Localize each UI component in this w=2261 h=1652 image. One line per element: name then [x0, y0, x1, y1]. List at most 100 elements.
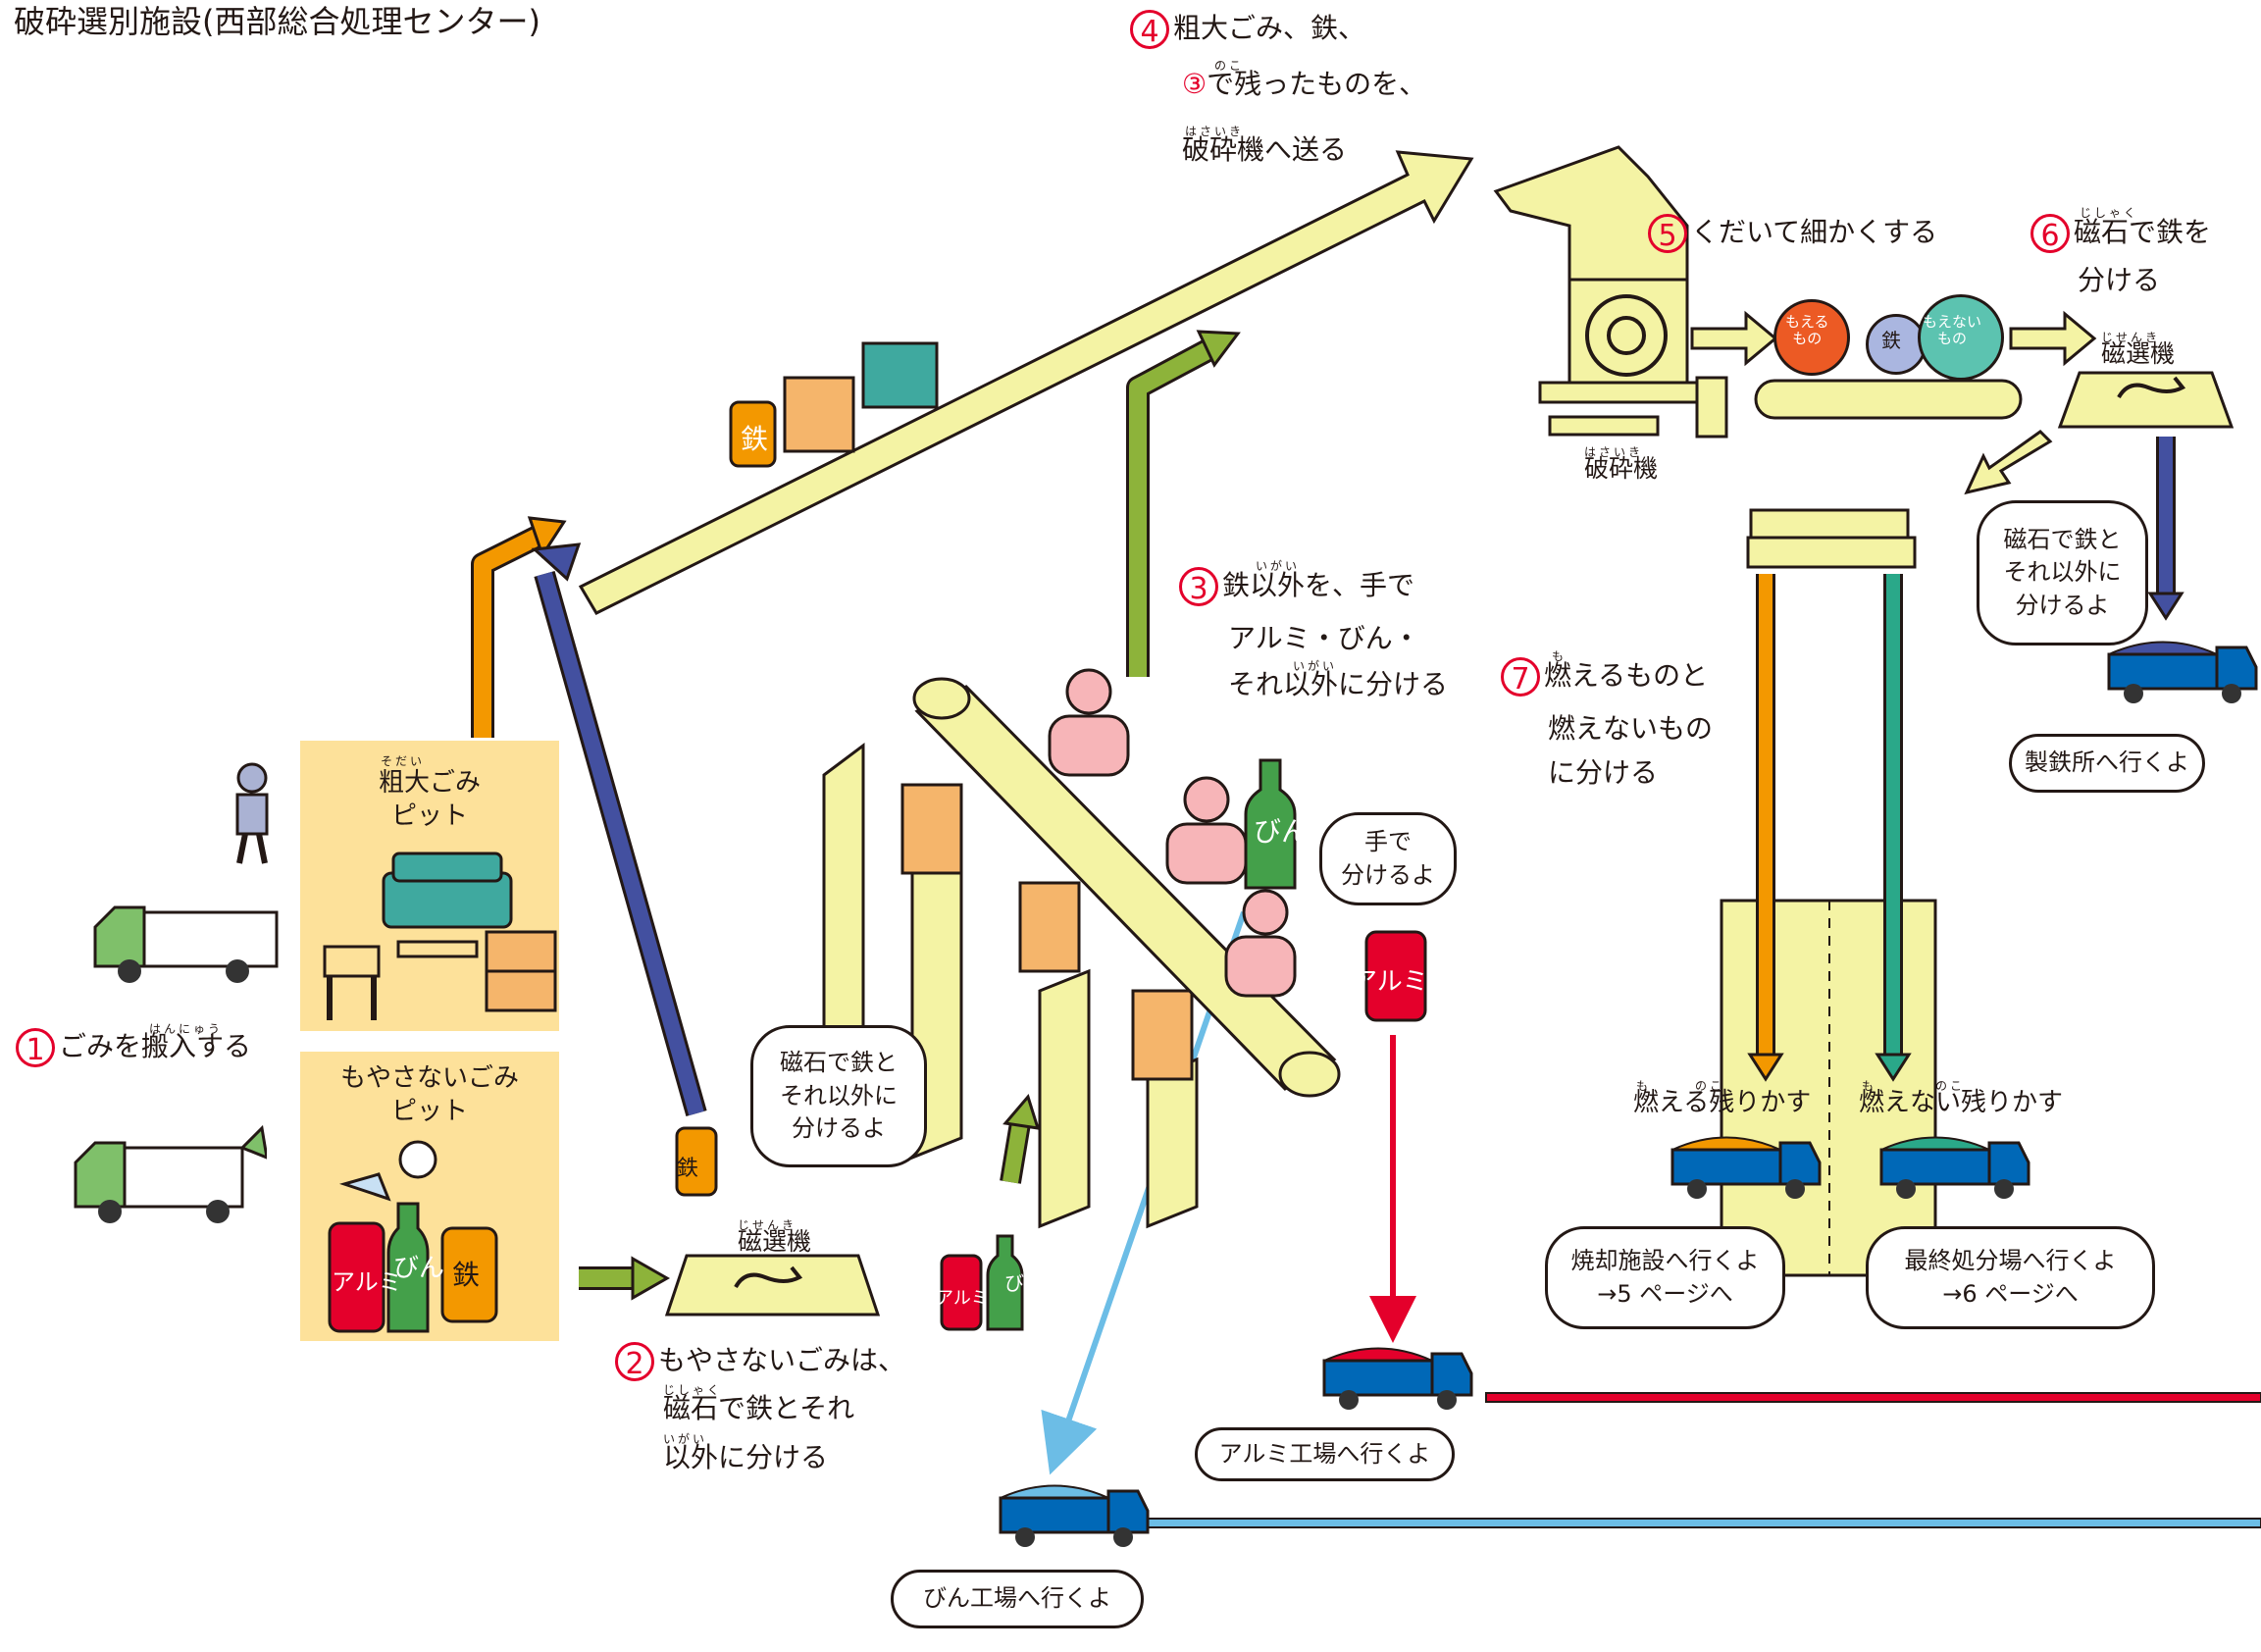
magnet-separator-1 [664, 1254, 881, 1316]
aluminum-label: アルミ [332, 1268, 402, 1296]
yellow-arrow-3 [1964, 430, 2053, 495]
step7-line3: に分ける [1548, 756, 1659, 789]
step4-ruby-a: のこ [1214, 59, 1245, 73]
iron-can-icon [675, 1126, 718, 1197]
sorted-bottle-label: びん [1004, 1271, 1044, 1295]
magnet-separator-2 [2057, 371, 2235, 429]
nonburnable-residue-ruby: も のこ [1862, 1079, 1966, 1093]
incinerator-destination-bubble: 焼却施設へ行くよ →5 ページへ [1545, 1226, 1785, 1329]
burnable-chip-label: もえる もの [1785, 313, 1829, 347]
pit-title-line2: ピット [390, 1097, 468, 1126]
step1-number: 1 [16, 1028, 55, 1067]
orange-arrow [471, 516, 567, 738]
steel-truck-icon [2107, 641, 2258, 703]
burnable-truck-icon [1670, 1136, 1822, 1199]
step3-line2: アルミ・びん・ [1228, 622, 1420, 654]
non-burnable-waste-pit: もやさないごみ ピット アルミ びん 鉄 [300, 1052, 559, 1341]
step6-number: 6 [2030, 214, 2070, 253]
page-title: 破砕選別施設(西部総合処理センター) [14, 3, 540, 40]
landfill-destination-bubble: 最終処分場へ行くよ →6 ページへ [1866, 1226, 2155, 1329]
person-icon [235, 762, 269, 864]
step3-number: 3 [1179, 567, 1218, 606]
step4-line2-ref: ③ [1182, 68, 1208, 100]
chip-belt [1754, 379, 2023, 420]
crusher-ruby: はさいき [1584, 445, 1644, 459]
bottle-label: びん [393, 1254, 445, 1283]
step2-ruby-b: いがい [663, 1432, 708, 1446]
magnet2-speech-bubble: 磁石で鉄と それ以外に 分けるよ [1977, 500, 2148, 645]
sorted-items-icon [940, 1234, 1024, 1331]
nonburnable-truck-icon [1879, 1136, 2030, 1199]
hand-speech-bubble: 手で 分けるよ [1319, 812, 1457, 905]
step2-line1: もやさないごみは、 [658, 1344, 906, 1376]
main-conveyor-arrow [578, 150, 1474, 615]
bottle-truck-icon [999, 1484, 1150, 1547]
step1-ruby: はんにゅう [149, 1022, 224, 1036]
sorted-aluminum-label: アルミ [936, 1288, 989, 1309]
step3-ruby-b: いがい [1293, 659, 1338, 673]
aluminum-destination-bubble: アルミ工場へ行くよ [1195, 1427, 1455, 1481]
hand-aluminum-label: アルミ [1352, 967, 1428, 997]
magnet-speech-bubble: 磁石で鉄と それ以外に 分けるよ [750, 1025, 927, 1167]
step4-line2: ③で残ったものを、 [1182, 67, 1426, 102]
step2-line2: 磁石で鉄とそれ [663, 1392, 855, 1424]
magnet2-ruby: じせんき [2101, 331, 2161, 344]
pit-title-line2: ピット [390, 801, 468, 831]
step3-line1: 鉄以外を、手で [1222, 569, 1415, 601]
yellow-arrow-1 [1690, 310, 1778, 367]
magnet2-label: 磁選機 [2101, 339, 2176, 368]
step2-line3: 以外に分ける [663, 1441, 829, 1473]
step6-ruby: じしゃく [2080, 206, 2139, 220]
step3-line3: それ以外に分ける [1228, 668, 1449, 700]
iron-chip-label: 鉄 [1881, 329, 1901, 352]
packer-truck-icon [74, 1124, 267, 1223]
step7-line1: 燃えるものと [1544, 659, 1709, 692]
steel-destination-bubble: 製鉄所へ行くよ [2009, 734, 2205, 793]
step6-line2: 分ける [2078, 264, 2161, 296]
step2-ruby-a: じしゃく [663, 1383, 723, 1397]
step7-ruby: も [1552, 649, 1567, 663]
burnable-chip [1773, 299, 1850, 376]
iron-can-label: 鉄 [677, 1157, 699, 1181]
step6-line1: 磁石で鉄を [2074, 216, 2212, 248]
green-arrows [579, 330, 1241, 1301]
pit-title-line1: 粗大ごみ [378, 768, 481, 798]
iron-on-belt-label: 鉄 [741, 423, 769, 455]
aluminum-exit-line [1485, 1392, 2261, 1403]
step4-line2-text: で残ったものを、 [1207, 68, 1427, 100]
iron-furniture-icons [729, 341, 939, 468]
workers-icon [1048, 668, 1297, 998]
aluminum-truck-icon [1322, 1347, 1473, 1410]
step5-number: 5 [1648, 214, 1687, 253]
step4-number: 4 [1130, 10, 1169, 49]
burnable-residue-label: 燃える残りかす [1633, 1088, 1812, 1117]
nonburnable-chip-label: もえない もの [1923, 313, 1982, 347]
step1-text: ごみを搬入する [59, 1030, 252, 1062]
step4-line3: 破砕機へ送る [1182, 133, 1348, 166]
step7-number: 7 [1501, 657, 1540, 697]
aluminum-can-icon [1364, 930, 1427, 1022]
bottle-destination-bubble: びん工場へ行くよ [891, 1570, 1144, 1628]
yellow-arrow-2 [2009, 310, 2097, 367]
crusher-label: 破砕機 [1584, 454, 1659, 483]
bulky-waste-truck-icon [93, 905, 279, 983]
nonburnable-chip [1918, 294, 2004, 381]
step5-text: くだいて細かくする [1691, 216, 1938, 248]
iron-label: 鉄 [452, 1259, 481, 1291]
step2-number: 2 [615, 1342, 654, 1381]
bulky-waste-pit: そだい 粗大ごみ ピット [300, 741, 559, 1031]
step7-line2: 燃えないもの [1548, 712, 1714, 745]
recyclables-icon [328, 1140, 498, 1333]
pit-title-line1: もやさないごみ [339, 1063, 519, 1093]
magnet1-label: 磁選機 [738, 1227, 812, 1256]
step4-line1: 粗大ごみ、鉄、 [1173, 12, 1366, 44]
furniture-icon [323, 852, 557, 1020]
pit-ruby: そだい [381, 754, 426, 768]
